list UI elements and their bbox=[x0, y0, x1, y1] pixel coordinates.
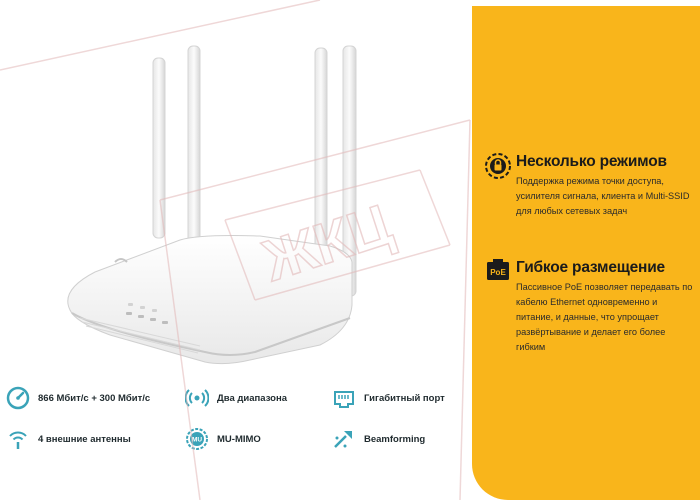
svg-text:MU: MU bbox=[192, 437, 202, 444]
ethernet-port-icon bbox=[334, 391, 354, 408]
feature-description: Поддержка режима точки доступа, усилител… bbox=[516, 176, 690, 216]
spec-label: MU-MIMO bbox=[217, 433, 261, 445]
poe-icon: PoE bbox=[487, 259, 509, 280]
spec-label: 4 внешние антенны bbox=[38, 433, 131, 445]
router-product-image bbox=[67, 45, 357, 365]
features-panel: Несколько режимов Поддержка режима точки… bbox=[472, 6, 700, 500]
spec-gigabit-port: Гигабитный порт bbox=[332, 386, 445, 410]
mu-mimo-icon: MU bbox=[186, 428, 208, 450]
spec-speed: 866 Мбит/с + 300 Мбит/с bbox=[6, 386, 150, 410]
feature-title: Гибкое размещение bbox=[516, 259, 665, 276]
antenna-icon bbox=[9, 431, 27, 449]
spec-mu-mimo: MU MU-MIMO bbox=[185, 427, 261, 451]
router-body bbox=[67, 235, 353, 365]
spec-label: Гигабитный порт bbox=[364, 392, 445, 404]
spec-label: Два диапазона bbox=[217, 392, 288, 404]
speed-gauge-icon bbox=[6, 386, 30, 410]
antenna-left-1 bbox=[152, 57, 166, 239]
feature-title: Несколько режимов bbox=[516, 153, 667, 170]
modes-gear-icon bbox=[485, 153, 511, 179]
feature-description: Пассивное PoE позволяет передавать по ка… bbox=[516, 282, 693, 352]
svg-text:PoE: PoE bbox=[490, 268, 506, 277]
spec-label: Beamforming bbox=[364, 433, 426, 445]
spec-label: 866 Мбит/с + 300 Мбит/с bbox=[38, 392, 151, 404]
dual-band-icon bbox=[185, 389, 209, 407]
beamforming-icon bbox=[334, 431, 352, 448]
spec-beamforming: Beamforming bbox=[332, 427, 425, 451]
antenna-left-2 bbox=[187, 45, 201, 247]
spec-dual-band: Два диапазона bbox=[185, 386, 287, 410]
spec-antennas: 4 внешние антенны bbox=[6, 427, 131, 451]
